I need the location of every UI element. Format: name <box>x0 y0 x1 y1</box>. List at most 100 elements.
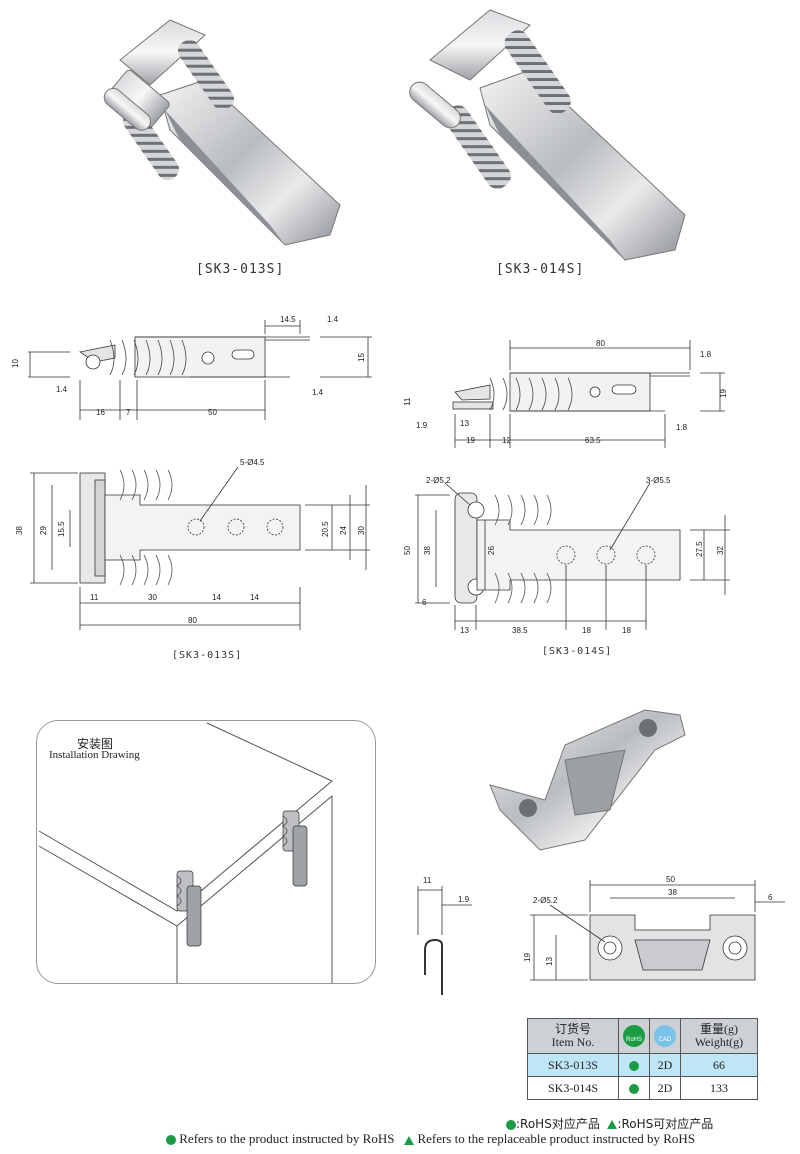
strike-front-view <box>530 880 785 981</box>
plan-label-sk3-014s: [SK3-014S] <box>542 646 613 657</box>
legend-en-replace: Refers to the replaceable product instru… <box>417 1131 696 1146</box>
dim-b-plan-5: 27.5 <box>695 541 704 557</box>
dim-b-side-9: 1.8 <box>676 423 688 432</box>
dim-a-side-5: 1.4 <box>312 388 324 397</box>
dim-b-side-6: 19 <box>466 436 475 445</box>
plan-label-sk3-013s: [SK3-013S] <box>172 650 243 661</box>
header-weight-en: Weight(g) <box>694 1035 744 1049</box>
rohs-dot-icon <box>166 1135 176 1146</box>
row-weight: 133 <box>680 1076 758 1100</box>
product-label-sk3-014s: [SK3-014S] <box>496 262 585 277</box>
dim-a-plan-0: 5-Ø4.5 <box>240 458 265 467</box>
product-label-sk3-013s: [SK3-013S] <box>196 262 285 277</box>
side-view-sk3-013s <box>28 320 372 420</box>
plan-dims-sk3-013s: 5-Ø4.5 38 29 15.5 20.5 24 30 11 30 14 14… <box>15 458 366 625</box>
dim-b-plan-8: 13 <box>460 626 469 635</box>
rohs-triangle-icon <box>607 1120 618 1129</box>
header-cad: CAD <box>649 1018 681 1054</box>
dim-a-side-4: 15 <box>357 353 366 362</box>
rohs-icon-label: RoHS <box>625 1037 642 1043</box>
dim-b-plan-3: 38 <box>423 546 432 555</box>
dim-a-plan-7: 11 <box>90 593 99 602</box>
dim-a-side-3: 1.4 <box>327 315 339 324</box>
table-row: SK3-013S 2D 66 <box>527 1053 758 1077</box>
strike-plate-photo <box>489 709 686 851</box>
legend-cn-rohs: :RoHS对应产品 <box>516 1117 600 1131</box>
row-cad: 2D <box>649 1053 681 1077</box>
dim-strike-7: 13 <box>545 957 554 966</box>
legend-en-rohs: Refers to the product instructed by RoHS <box>179 1131 395 1146</box>
row-rohs <box>618 1076 650 1100</box>
header-item-cn: 订货号 <box>554 1022 591 1036</box>
row-weight: 66 <box>680 1053 758 1077</box>
dim-a-plan-8: 30 <box>148 593 157 602</box>
dim-strike-4: 6 <box>768 893 773 902</box>
dim-a-side-8: 50 <box>208 408 217 417</box>
dim-strike-5: 2-Ø5.2 <box>533 896 558 905</box>
plan-view-sk3-013s <box>30 466 370 630</box>
dim-b-plan-11: 18 <box>622 626 631 635</box>
header-rohs: RoHS <box>618 1018 650 1054</box>
order-table-header: 订货号 Item No. RoHS CAD 重量(g) Weight(g) <box>527 1018 758 1054</box>
plan-view-sk3-014s <box>415 482 730 630</box>
dim-strike-2: 50 <box>666 875 675 884</box>
installation-box-illustration <box>38 722 333 983</box>
dim-b-plan-6: 32 <box>716 546 725 555</box>
dim-b-side-5: 13 <box>460 419 469 428</box>
dim-a-plan-4: 20.5 <box>321 521 330 537</box>
dim-b-side-4: 1.9 <box>416 421 428 430</box>
dim-strike-1: 1.9 <box>458 895 470 904</box>
dim-a-side-6: 16 <box>96 408 105 417</box>
dim-a-side-0: 10 <box>11 359 20 368</box>
installation-title-cn: 安装图 <box>77 737 114 751</box>
rohs-triangle-icon <box>404 1135 415 1145</box>
row-rohs <box>618 1053 650 1077</box>
header-weight: 重量(g) Weight(g) <box>680 1018 758 1054</box>
dim-b-side-8: 63.5 <box>585 436 601 445</box>
row-item: SK3-013S <box>527 1053 619 1077</box>
dim-b-side-0: 80 <box>596 339 605 348</box>
dim-strike-0: 11 <box>423 876 432 885</box>
legend-en: Refers to the product instructed by RoHS… <box>166 1131 695 1147</box>
dim-a-plan-6: 30 <box>357 526 366 535</box>
dim-b-plan-7: 6 <box>422 598 427 607</box>
strike-dims: 11 1.9 50 38 6 2-Ø5.2 19 13 <box>423 875 773 966</box>
dim-a-plan-3: 15.5 <box>57 521 66 537</box>
header-item-en: Item No. <box>551 1035 595 1049</box>
rohs-dot-icon <box>506 1119 516 1130</box>
dim-a-plan-11: 80 <box>188 616 197 625</box>
plan-view-drawings: 5-Ø4.5 38 29 15.5 20.5 24 30 11 30 14 14… <box>15 458 730 635</box>
rohs-dot-icon <box>629 1083 639 1094</box>
dim-a-side-7: 7 <box>126 408 131 417</box>
dim-a-side-2: 14.5 <box>280 315 296 324</box>
side-dims-sk3-013s: 10 1.4 14.5 1.4 15 1.4 16 7 50 <box>11 315 366 417</box>
rohs-dot-icon <box>629 1060 639 1071</box>
latch-photo-sk3-014s <box>409 9 686 261</box>
dim-a-plan-5: 24 <box>339 526 348 535</box>
row-cad: 2D <box>649 1076 681 1100</box>
dim-b-side-7: 12 <box>502 436 511 445</box>
dim-b-plan-0: 2-Ø5.2 <box>426 476 451 485</box>
side-dims-sk3-014s: 80 1.8 11 19 1.9 13 19 12 63.5 1.8 <box>403 339 728 445</box>
dim-b-plan-9: 38.5 <box>512 626 528 635</box>
dim-a-side-1: 1.4 <box>56 385 68 394</box>
installed-latch-right <box>282 810 308 887</box>
side-view-sk3-014s <box>452 340 725 448</box>
dim-b-plan-10: 18 <box>582 626 591 635</box>
dim-a-plan-2: 29 <box>39 526 48 535</box>
order-table: 订货号 Item No. RoHS CAD 重量(g) Weight(g) SK… <box>527 1018 758 1100</box>
legend-cn: :RoHS对应产品 :RoHS可对应产品 <box>506 1115 713 1132</box>
dim-a-plan-9: 14 <box>212 593 221 602</box>
dim-b-side-1: 1.8 <box>700 350 712 359</box>
table-row: SK3-014S 2D 133 <box>527 1076 758 1100</box>
header-item-no: 订货号 Item No. <box>527 1018 619 1054</box>
dim-strike-6: 19 <box>523 953 532 962</box>
installation-title-en: Installation Drawing <box>49 749 140 761</box>
header-weight-cn: 重量(g) <box>700 1022 738 1036</box>
plan-dims-sk3-014s: 2-Ø5.2 3-Ø5.5 50 38 26 27.5 32 6 13 38.5… <box>403 476 725 635</box>
cad-icon-label: CAD <box>658 1037 672 1043</box>
dim-b-side-2: 11 <box>403 397 412 406</box>
strike-plate-drawings: 11 1.9 50 38 6 2-Ø5.2 19 13 <box>417 709 785 995</box>
dim-a-plan-10: 14 <box>250 593 259 602</box>
row-item: SK3-014S <box>527 1076 619 1100</box>
